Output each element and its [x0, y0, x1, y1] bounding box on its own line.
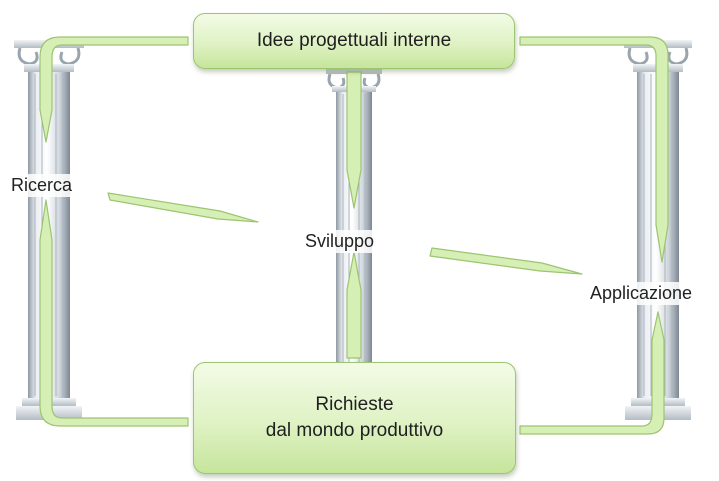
arrow-bottom-to-left-column [39, 199, 189, 427]
internal-project-ideas-text: Idee progettuali interne [256, 30, 452, 51]
production-requests-line2: dal mondo produttivo [265, 420, 444, 441]
internal-project-ideas-box: Idee progettuali interne [193, 13, 515, 69]
arrow-bottom-to-middle-column [346, 251, 362, 359]
pillar-label-applicazione: Applicazione [588, 282, 695, 305]
production-requests-box: Richieste dal mondo produttivo [193, 362, 516, 474]
arrow-bottom-to-right-column [519, 311, 665, 435]
arrow-ricerca-to-sviluppo [107, 192, 259, 223]
arrow-top-to-middle-column [346, 71, 362, 209]
production-requests-line1: Richieste [315, 394, 394, 416]
pillar-label-ricerca: Ricerca [9, 174, 75, 197]
arrow-top-to-left-column [39, 36, 189, 143]
arrow-top-to-right-column [519, 36, 669, 263]
pillar-label-sviluppo: Sviluppo [303, 230, 377, 253]
arrow-sviluppo-to-applicazione [429, 247, 583, 275]
